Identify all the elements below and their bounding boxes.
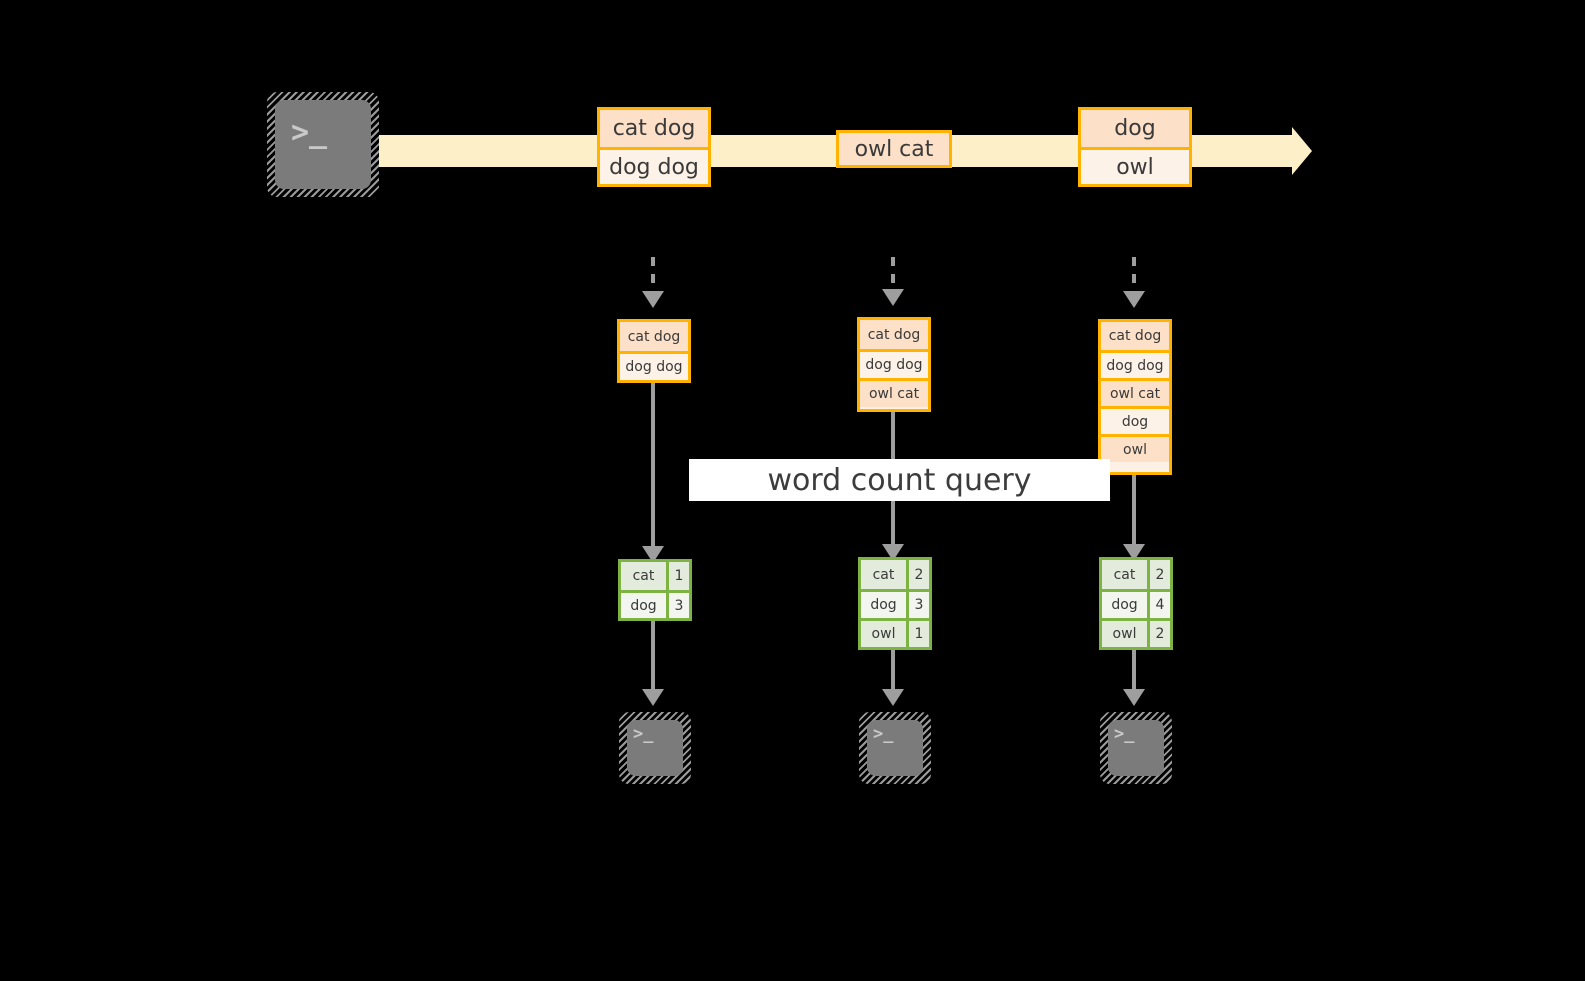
stream-line: cat dog (600, 110, 708, 147)
stream-batch-3: dog owl (1078, 107, 1192, 187)
result-word: cat (1102, 560, 1147, 589)
result-row: cat 1 (621, 562, 689, 590)
input-line: dog dog (1101, 350, 1169, 378)
stream-batch-2: owl cat (836, 130, 952, 168)
stage-1-tap-arrowhead (642, 291, 664, 308)
input-line: owl (1101, 434, 1169, 462)
stage-1-sink-arrowhead (642, 689, 664, 706)
stage-1-query-line (651, 383, 655, 550)
terminal-body (1108, 720, 1164, 776)
result-count: 1 (906, 621, 929, 647)
input-line: cat dog (860, 320, 928, 349)
result-count: 4 (1147, 592, 1170, 618)
terminal-prompt-glyph: >_ (873, 724, 894, 744)
stage-2-sink-arrowhead (882, 689, 904, 706)
stage-1-input-table: cat dog dog dog (617, 319, 691, 383)
stream-line: owl cat (839, 133, 949, 165)
result-word: cat (621, 562, 666, 590)
terminal-body (867, 720, 923, 776)
stage-3-query-arrowhead (1123, 544, 1145, 561)
input-line: cat dog (1101, 322, 1169, 350)
result-word: dog (1102, 592, 1147, 618)
stage-2-tap-line (891, 257, 895, 291)
result-row: cat 2 (1102, 560, 1170, 589)
query-label-text: word count query (767, 462, 1032, 498)
terminal-body (275, 100, 371, 189)
result-word: cat (861, 560, 906, 589)
stream-arrow-head-icon (1292, 127, 1312, 175)
result-count: 2 (906, 560, 929, 589)
terminal-body (627, 720, 683, 776)
result-count: 2 (1147, 621, 1170, 647)
input-line: cat dog (620, 322, 688, 351)
query-label-band: word count query (689, 459, 1110, 501)
stage-3-result-table: cat 2 dog 4 owl 2 (1099, 557, 1173, 650)
stream-batch-1: cat dog dog dog (597, 107, 711, 187)
input-line: dog (1101, 406, 1169, 434)
result-word: dog (861, 592, 906, 618)
stage-1-query-arrowhead (642, 546, 664, 563)
result-row: owl 1 (861, 618, 929, 647)
terminal-prompt-glyph: >_ (1114, 724, 1135, 744)
result-count: 3 (666, 593, 689, 618)
result-row: dog 3 (861, 589, 929, 618)
result-row: cat 2 (861, 560, 929, 589)
stream-line: dog (1081, 110, 1189, 147)
stage-3-tap-line (1132, 257, 1136, 293)
stage-1-tap-line (651, 257, 655, 293)
result-row: dog 4 (1102, 589, 1170, 618)
stage-2-input-table: cat dog dog dog owl cat (857, 317, 931, 412)
stage-1-sink-terminal-icon[interactable]: >_ (619, 712, 691, 784)
stage-2-sink-line (891, 650, 895, 693)
stage-3-input-table: cat dog dog dog owl cat dog owl (1098, 319, 1172, 475)
stage-3-sink-arrowhead (1123, 689, 1145, 706)
input-line: owl cat (1101, 378, 1169, 406)
stage-2-sink-terminal-icon[interactable]: >_ (859, 712, 931, 784)
input-line: dog dog (860, 349, 928, 378)
result-row: owl 2 (1102, 618, 1170, 647)
stream-line: dog dog (600, 147, 708, 184)
stage-1-result-table: cat 1 dog 3 (618, 559, 692, 621)
stage-3-sink-terminal-icon[interactable]: >_ (1100, 712, 1172, 784)
terminal-prompt-glyph: >_ (633, 724, 654, 744)
result-word: dog (621, 593, 666, 618)
stage-1-sink-line (651, 621, 655, 693)
input-line: dog dog (620, 351, 688, 380)
stream-line: owl (1081, 147, 1189, 184)
stage-2-query-arrowhead (882, 544, 904, 561)
result-row: dog 3 (621, 590, 689, 618)
result-word: owl (861, 621, 906, 647)
stage-2-result-table: cat 2 dog 3 owl 1 (858, 557, 932, 650)
result-count: 3 (906, 592, 929, 618)
source-terminal-icon[interactable]: >_ (267, 92, 379, 197)
stage-3-sink-line (1132, 650, 1136, 693)
terminal-prompt-glyph: >_ (291, 115, 328, 150)
result-word: owl (1102, 621, 1147, 647)
result-count: 2 (1147, 560, 1170, 589)
input-line: owl cat (860, 378, 928, 407)
stage-2-tap-arrowhead (882, 289, 904, 306)
stage-3-query-line (1132, 475, 1136, 548)
result-count: 1 (666, 562, 689, 590)
stage-3-tap-arrowhead (1123, 291, 1145, 308)
